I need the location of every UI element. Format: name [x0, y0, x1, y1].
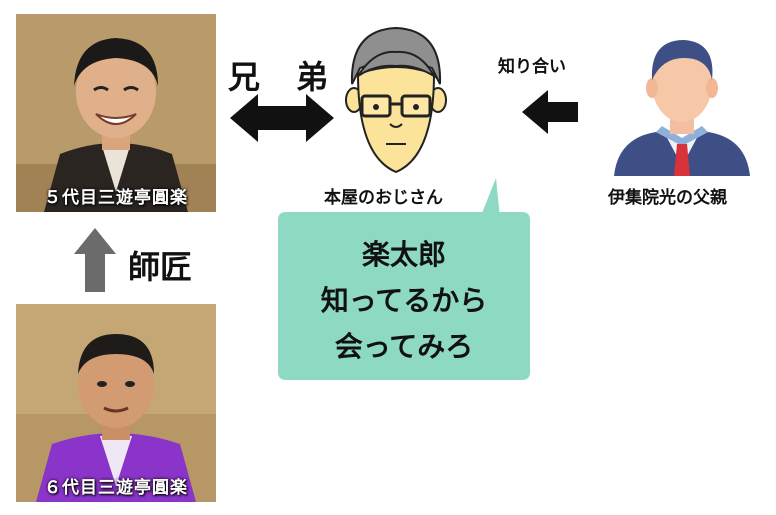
speech-line-1: 楽太郎: [361, 238, 446, 271]
mentor-label: 師匠: [128, 248, 193, 286]
speech-line-2: 知ってるから: [320, 284, 488, 317]
right-person-label: 伊集院光の父親: [608, 188, 727, 208]
left-arrow-icon: [522, 90, 578, 134]
photo-caption-6th: ６代目三遊亭圓楽: [44, 478, 188, 498]
portrait-6th-enraku: [16, 304, 216, 502]
speech-bubble: [278, 212, 530, 380]
portrait-5th-enraku: [16, 14, 216, 212]
photo-6th-enraku: ６代目三遊亭圓楽: [16, 304, 216, 502]
up-arrow-icon: [74, 228, 116, 292]
sibling-label-elder: 兄: [228, 58, 261, 96]
photo-5th-enraku: ５代目三遊亭圓楽: [16, 14, 216, 212]
center-person-label: 本屋のおじさん: [324, 188, 443, 208]
sibling-label-younger: 弟: [296, 58, 329, 96]
speech-line-3: 会ってみろ: [334, 330, 474, 363]
speech-bubble-tail: [480, 178, 500, 218]
acquaintance-label: 知り合い: [498, 57, 566, 77]
double-arrow-icon: [230, 94, 334, 142]
photo-caption-5th: ５代目三遊亭圓楽: [44, 188, 188, 208]
bookstore-uncle-icon: [345, 26, 447, 174]
speech-bubble-text: 楽太郎 知ってるから 会ってみろ: [278, 232, 530, 370]
father-avatar-icon: [614, 40, 750, 176]
